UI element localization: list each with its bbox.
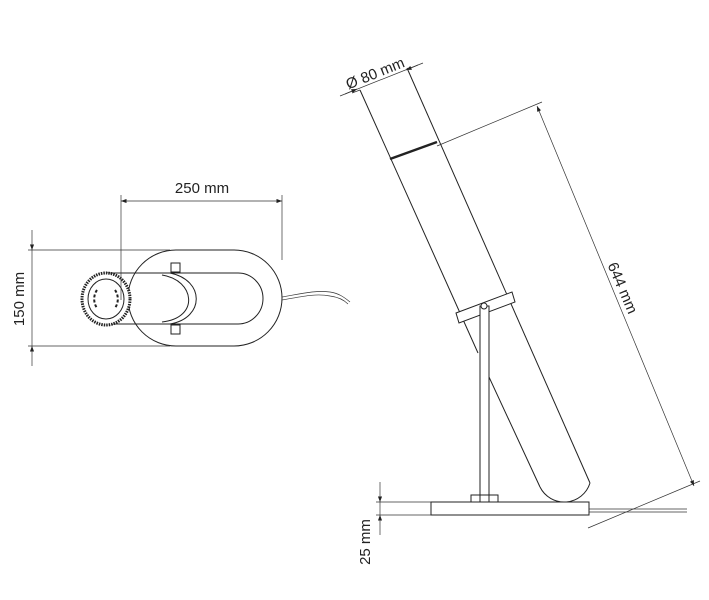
tube-bottom-cap <box>539 482 591 503</box>
clamp-bolt-bottom <box>170 324 181 335</box>
pivot-screw <box>480 302 488 310</box>
side-cable <box>589 508 687 513</box>
top-view: 250 mm 150 mm <box>11 180 351 366</box>
tube-top-rim <box>389 140 438 161</box>
diameter-label: Ø 80 mm <box>344 54 408 93</box>
clamp-bolt-top <box>170 262 181 273</box>
tube-end-inner <box>87 278 125 320</box>
power-cable <box>281 291 351 305</box>
height-label: 150 mm <box>11 272 28 326</box>
support-post <box>479 305 490 503</box>
tube-left-edge <box>359 89 479 354</box>
side-view: Ø 80 mm 644 mm 25 mm <box>339 54 701 565</box>
tube-right-edge <box>406 67 591 484</box>
base-oval <box>127 249 283 347</box>
lamp-base <box>430 501 590 516</box>
base-height-label: 25 mm <box>357 519 374 565</box>
length-dimension-line <box>536 105 695 487</box>
length-label: 644 mm <box>604 260 641 317</box>
width-label: 250 mm <box>175 180 229 197</box>
lamp-tube-top <box>106 272 264 325</box>
lens-marks <box>93 289 119 309</box>
tube-clamp <box>161 272 197 325</box>
